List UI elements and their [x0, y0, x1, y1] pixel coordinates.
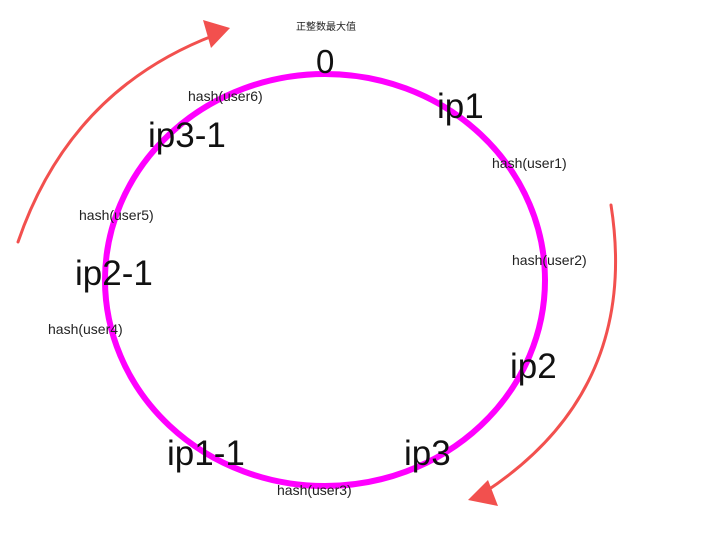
hash-user5: hash(user5) [79, 207, 154, 223]
node-ip2-1: ip2-1 [75, 254, 153, 293]
hash-user6: hash(user6) [188, 88, 263, 104]
node-ip1-1: ip1-1 [167, 434, 245, 473]
node-ip3-1: ip3-1 [148, 116, 226, 155]
zero-label: 0 [316, 43, 335, 80]
hash-ring [102, 71, 548, 489]
node-ip1: ip1 [437, 87, 484, 126]
hash-user3: hash(user3) [277, 482, 352, 498]
node-ip2: ip2 [510, 347, 557, 386]
rotation-arrow-right [483, 203, 618, 494]
rotation-arrowhead-right [468, 480, 498, 506]
rotation-arrowhead-left [203, 20, 230, 48]
hash-user4: hash(user4) [48, 321, 123, 337]
node-ip3: ip3 [404, 434, 451, 473]
top-caption: 正整数最大值 [296, 22, 356, 33]
hash-user2: hash(user2) [512, 252, 587, 268]
rotation-arrow-left [16, 33, 217, 244]
hash-user1: hash(user1) [492, 155, 567, 171]
